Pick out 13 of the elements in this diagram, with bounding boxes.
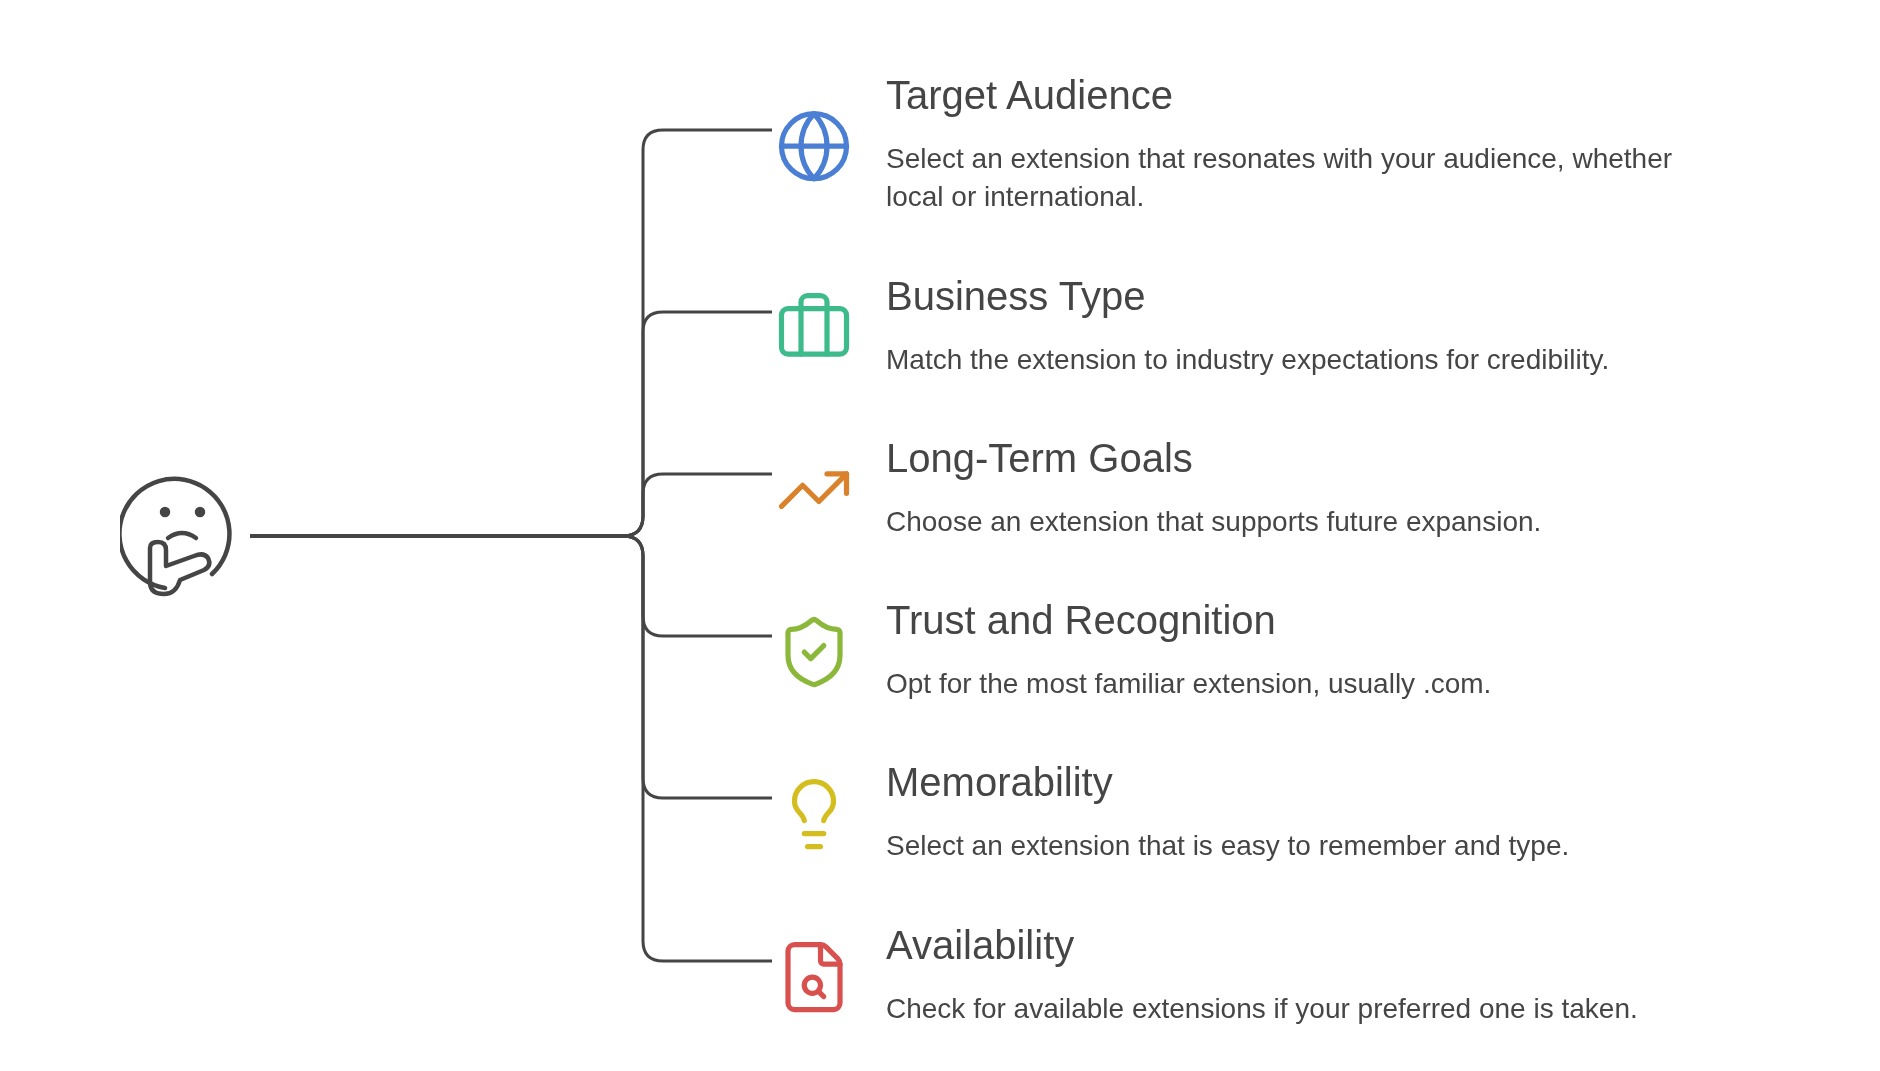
- item-title: Availability: [886, 922, 1076, 969]
- item-title: Target Audience: [886, 72, 1174, 119]
- item-description: Opt for the most familiar extension, usually .com.: [886, 667, 1492, 702]
- item-title: Trust and Recognition: [886, 597, 1277, 644]
- item-description: Select an extension that is easy to remember and type.: [886, 829, 1570, 864]
- item-description: Check for available extensions if your preferred one is taken.: [886, 992, 1638, 1027]
- item-title: Long-Term Goals: [886, 435, 1194, 482]
- item-description: Choose an extension that supports future expansion.: [886, 505, 1542, 540]
- item-description: Match the extension to industry expectations for credibility.: [886, 343, 1610, 378]
- item-description: Select an extension that resonates with your audience, whether local or international.: [886, 142, 1674, 214]
- item-title: Business Type: [886, 273, 1147, 320]
- connector-line: [250, 534, 772, 963]
- item-title: Memorability: [886, 759, 1114, 806]
